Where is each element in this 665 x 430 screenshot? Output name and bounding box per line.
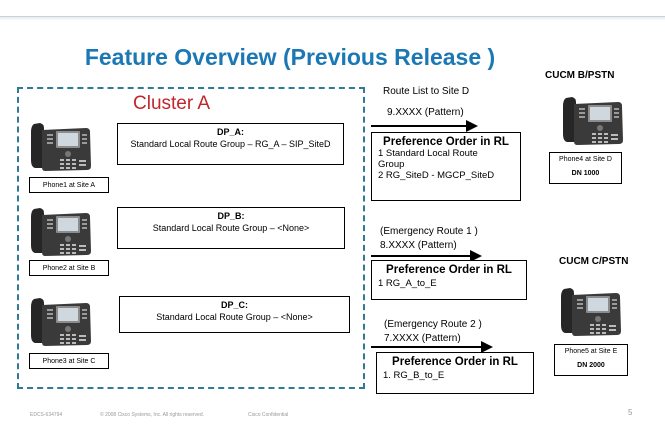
device-pool-a-text: Standard Local Route Group – RG_A – SIP_… xyxy=(130,139,331,149)
phone1-icon xyxy=(31,123,91,171)
phone1-label: Phone1 at Site A xyxy=(29,177,109,193)
emergency-route-1-pattern: 8.XXXX (Pattern) xyxy=(380,240,457,251)
preference-line: 1. RG_B_to_E xyxy=(383,370,445,381)
phone3-label: Phone3 at Site C xyxy=(29,353,109,369)
page-number: 5 xyxy=(628,408,633,417)
preference-order-title-3: Preference Order in RL xyxy=(392,356,518,368)
preference-order-box-1: Preference Order in RL 1 Standard Local … xyxy=(371,132,521,201)
phone5-label: Phone5 at Site E xyxy=(564,348,618,355)
phone4-dn: DN 1000 xyxy=(571,170,600,177)
device-pool-b: DP_B: Standard Local Route Group – <None… xyxy=(117,207,345,249)
phone2-label: Phone2 at Site B xyxy=(29,260,109,276)
preference-order-title-2: Preference Order in RL xyxy=(386,264,512,276)
device-pool-c-text: Standard Local Route Group – <None> xyxy=(156,312,313,322)
preference-order-box-3: Preference Order in RL 1. RG_B_to_E xyxy=(376,352,534,394)
cucm-c-title: CUCM C/PSTN xyxy=(559,256,629,267)
preference-line: 1 Standard Local Route xyxy=(378,148,478,159)
emergency-route-2-pattern: 7.XXXX (Pattern) xyxy=(384,333,461,344)
cucm-b-title: CUCM B/PSTN xyxy=(545,70,615,81)
phone2-icon xyxy=(31,208,91,256)
preference-line: 1 RG_A_to_E xyxy=(378,278,437,289)
preference-order-title-1: Preference Order in RL xyxy=(383,136,509,148)
preference-line: 2 RG_SiteD - MGCP_SiteD xyxy=(378,170,495,181)
preference-line: Group xyxy=(378,159,405,170)
cluster-label: Cluster A xyxy=(133,93,211,114)
device-pool-c: DP_C: Standard Local Route Group – <None… xyxy=(119,296,350,333)
emergency-route-1-name: (Emergency Route 1 ) xyxy=(380,226,478,237)
footer-code: EDCS-634794 xyxy=(30,412,63,418)
footer-confidential: Cisco Confidential xyxy=(248,412,289,418)
phone4-icon xyxy=(563,97,623,145)
phone3-icon xyxy=(31,298,91,346)
device-pool-c-title: DP_C: xyxy=(220,300,248,310)
top-bar-shadow xyxy=(0,17,665,21)
phone5-icon xyxy=(561,288,621,336)
slide-title: Feature Overview (Previous Release ) xyxy=(84,44,496,70)
top-bar xyxy=(0,0,665,17)
device-pool-b-title: DP_B: xyxy=(217,211,245,221)
emergency-route-2-name: (Emergency Route 2 ) xyxy=(384,319,482,330)
footer-copyright: © 2008 Cisco Systems, Inc. All rights re… xyxy=(100,412,205,418)
device-pool-a-title: DP_A: xyxy=(216,127,244,137)
cluster-a-boundary xyxy=(17,87,365,389)
phone5-dn: DN 2000 xyxy=(577,362,605,369)
device-pool-b-text: Standard Local Route Group – <None> xyxy=(152,223,310,233)
preference-order-box-2: Preference Order in RL 1 RG_A_to_E xyxy=(371,260,527,300)
phone4-info-box: Phone4 at Site D DN 1000 xyxy=(549,152,622,184)
route-list-heading: Route List to Site D xyxy=(383,86,470,97)
device-pool-a: DP_A: Standard Local Route Group – RG_A … xyxy=(117,123,344,165)
phone4-label: Phone4 at Site D xyxy=(559,156,612,163)
phone5-info-box: Phone5 at Site E DN 2000 xyxy=(554,344,628,376)
route-list-pattern: 9.XXXX (Pattern) xyxy=(387,107,464,118)
